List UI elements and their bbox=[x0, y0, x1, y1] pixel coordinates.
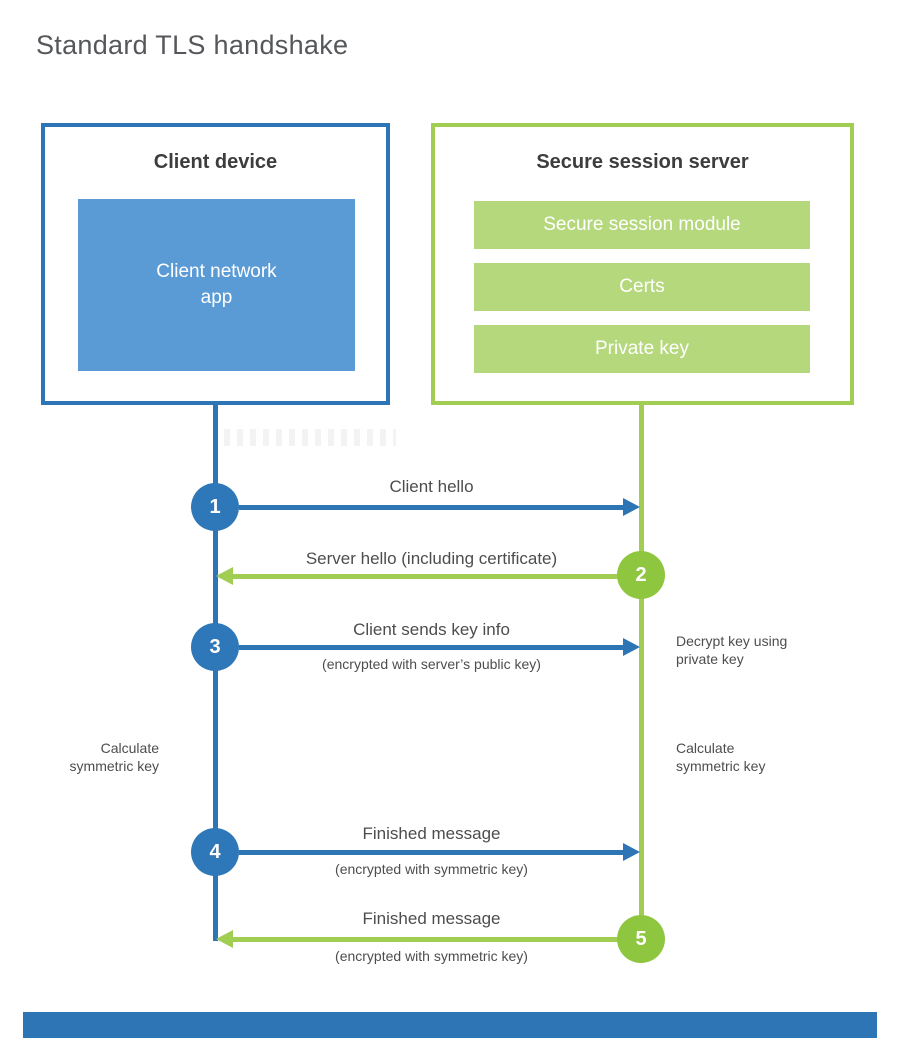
server-module-private-key: Private key bbox=[474, 325, 810, 373]
step-1-badge: 1 bbox=[191, 483, 239, 531]
server-module-certs: Certs bbox=[474, 263, 810, 311]
page-title: Standard TLS handshake bbox=[36, 30, 349, 60]
server-module-secure-session: Secure session module bbox=[474, 201, 810, 249]
secure-session-server-box: Secure session server Secure session mod… bbox=[431, 123, 854, 405]
step-2-label: Server hello (including certificate) bbox=[305, 549, 558, 568]
client-device-box: Client device Client network app bbox=[41, 123, 390, 405]
arrow-shaft bbox=[228, 573, 619, 579]
faint-artifact-band bbox=[224, 429, 396, 446]
client-network-app-label: Client network app bbox=[156, 261, 277, 308]
arrow-shaft bbox=[239, 644, 628, 650]
step-5-badge: 5 bbox=[617, 915, 665, 963]
step-4-label: Finished message bbox=[362, 824, 501, 843]
server-lifeline bbox=[639, 403, 644, 945]
calculate-symmetric-key-left-note: Calculate symmetric key bbox=[69, 740, 159, 774]
step-3-arrow bbox=[239, 638, 640, 656]
client-lifeline bbox=[213, 403, 218, 941]
step-4-arrow bbox=[239, 843, 640, 861]
step-1-arrow bbox=[239, 498, 640, 516]
secure-session-server-title: Secure session server bbox=[536, 151, 749, 173]
step-5-sublabel: (encrypted with symmetric key) bbox=[335, 948, 528, 964]
arrow-head-right-icon bbox=[623, 498, 640, 516]
arrow-head-right-icon bbox=[623, 843, 640, 861]
step-2-badge: 2 bbox=[617, 551, 665, 599]
step-3-label: Client sends key info bbox=[353, 620, 510, 639]
bottom-accent-bar bbox=[23, 1012, 877, 1038]
arrow-shaft bbox=[239, 504, 628, 510]
step-5-label: Finished message bbox=[362, 909, 501, 928]
client-network-app-box: Client network app bbox=[78, 199, 355, 371]
step-5-arrow bbox=[216, 930, 619, 948]
step-3-sublabel: (encrypted with server’s public key) bbox=[322, 656, 541, 672]
decrypt-key-note: Decrypt key using private key bbox=[676, 633, 788, 667]
arrow-head-left-icon bbox=[216, 930, 233, 948]
arrow-head-right-icon bbox=[623, 638, 640, 656]
arrow-head-left-icon bbox=[216, 567, 233, 585]
calculate-symmetric-key-right-note: Calculate symmetric key bbox=[676, 740, 766, 774]
step-2-arrow bbox=[216, 567, 619, 585]
step-4-sublabel: (encrypted with symmetric key) bbox=[335, 861, 528, 877]
step-4-badge: 4 bbox=[191, 828, 239, 876]
arrow-shaft bbox=[239, 849, 628, 855]
client-device-title: Client device bbox=[153, 151, 278, 173]
step-1-label: Client hello bbox=[389, 477, 474, 496]
step-3-badge: 3 bbox=[191, 623, 239, 671]
arrow-shaft bbox=[228, 936, 619, 942]
